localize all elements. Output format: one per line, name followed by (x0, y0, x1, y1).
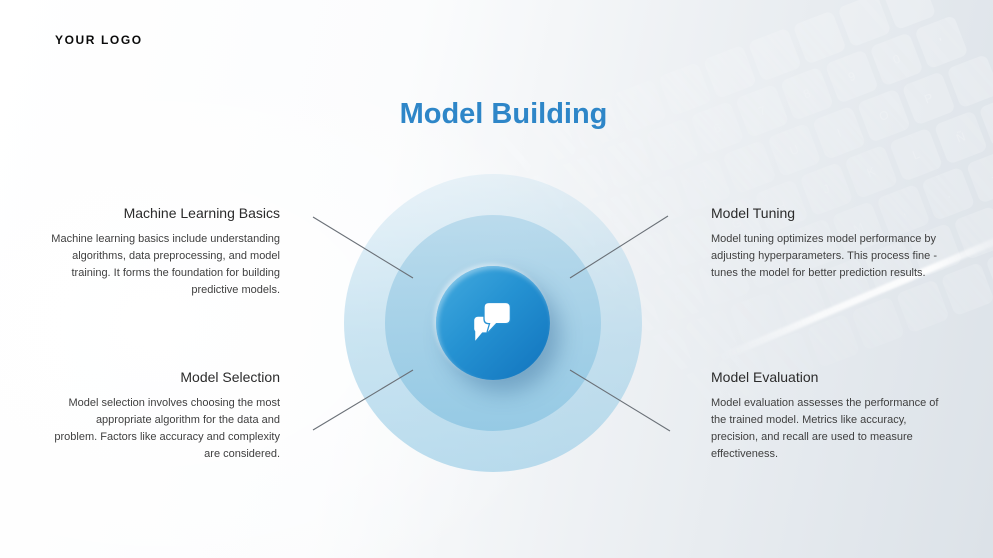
keyboard-key (850, 296, 906, 351)
chat-bubbles-icon (474, 302, 511, 341)
section-title: Model Evaluation (711, 369, 819, 385)
section-title: Machine Learning Basics (123, 205, 280, 221)
keyboard-key (882, 0, 937, 31)
keyboard-key (626, 382, 682, 437)
section-model-tuning: Model Tuning Model tuning optimizes mode… (711, 205, 951, 282)
center-icon-circle (436, 266, 550, 380)
section-model-selection: Model Selection Model selection involves… (40, 369, 280, 463)
section-body: Model tuning optimizes model performance… (711, 233, 938, 279)
keyboard-key (702, 44, 758, 100)
section-body: Model selection involves choosing the mo… (54, 397, 280, 460)
keyboard-key: - (965, 149, 993, 204)
keyboard-key: 4 (600, 135, 655, 190)
section-title: Model Tuning (711, 205, 796, 221)
keyboard-key: 9 (824, 49, 879, 104)
section-machine-learning-basics: Machine Learning Basics Machine learning… (40, 205, 280, 299)
keyboard-key: Y (722, 140, 777, 195)
keyboard-key (639, 326, 694, 381)
keyboard-key: 0 (869, 32, 924, 87)
keyboard-key: R (632, 174, 687, 229)
section-body: Machine learning basics include understa… (51, 233, 280, 296)
keyboard-key (747, 27, 802, 82)
section-model-evaluation: Model Evaluation Model evaluation assess… (711, 369, 951, 463)
keyboard-key: C (652, 269, 707, 325)
keyboard-key: ' (914, 15, 969, 70)
keyboard-key (837, 0, 892, 48)
keyboard-key (985, 244, 993, 300)
keyboard-key (895, 279, 950, 334)
keyboard-key: T (677, 157, 732, 212)
keyboard-key: U (767, 122, 822, 178)
section-title: Model Selection (180, 369, 280, 385)
logo: YOUR LOGO (55, 33, 143, 47)
chat-bubble-large (483, 302, 511, 334)
keyboard-key: L (888, 127, 944, 182)
keyboard-key: K (844, 144, 899, 200)
page-title: Model Building (399, 98, 608, 130)
section-body: Model evaluation assesses the performanc… (711, 397, 939, 460)
keyboard-key (792, 10, 847, 65)
